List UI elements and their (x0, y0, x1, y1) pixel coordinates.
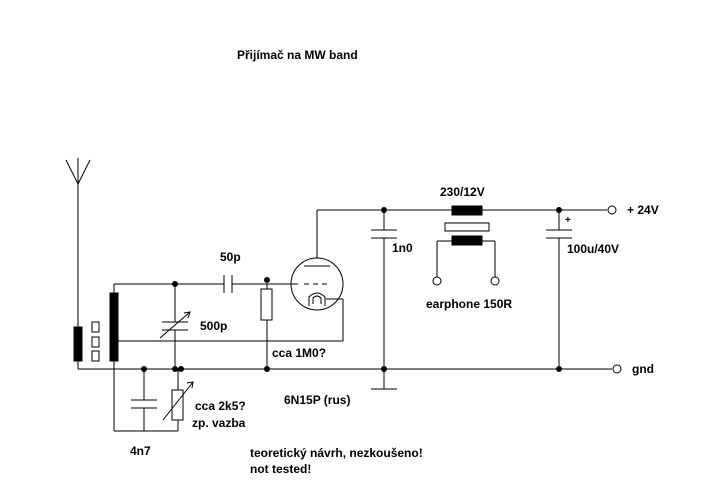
label-filter-capacitor: 100u/40V (567, 242, 620, 256)
tuning-capacitor (159, 284, 191, 369)
note-line-1: teoretický návrh, nezkoušeno! (250, 446, 423, 460)
junctions (141, 207, 562, 372)
label-plate-capacitor: 1n0 (392, 241, 413, 255)
antenna (65, 158, 91, 327)
label-feedback-note: zp. vazba (192, 416, 246, 430)
label-tube: 6N15P (rus) (284, 393, 351, 407)
label-supply-terminal: + 24V (627, 203, 659, 217)
grid-resistor (260, 284, 273, 369)
note-line-2: not tested! (250, 462, 312, 476)
antenna-coil (73, 321, 100, 369)
label-ground-terminal: gnd (632, 362, 654, 376)
earphone-terminal (490, 276, 500, 286)
transformer (436, 205, 607, 277)
feedback-resistor (162, 369, 194, 431)
label-earphone: earphone 150R (426, 297, 513, 311)
ground-terminal (612, 364, 622, 374)
ground-capacitor (131, 369, 157, 431)
label-capacitor-polarity: + (565, 215, 571, 226)
vacuum-tube (290, 257, 344, 311)
earphone-terminal (432, 276, 442, 286)
supply-terminal (607, 205, 617, 215)
page-title: Přijímač na MW band (237, 48, 358, 62)
label-ground-capacitor: 4n7 (130, 444, 151, 458)
label-feedback-resistor: cca 2k5? (195, 399, 246, 413)
label-transformer: 230/12V (440, 185, 485, 199)
coupling-capacitor (223, 275, 267, 293)
label-coupling-capacitor: 50p (220, 250, 241, 264)
plate-capacitor (371, 210, 397, 390)
label-grid-resistor: cca 1M0? (272, 346, 327, 360)
label-tuning-capacitor: 500p (200, 319, 228, 333)
filter-capacitor (546, 210, 572, 369)
tuning-coil (109, 292, 119, 362)
